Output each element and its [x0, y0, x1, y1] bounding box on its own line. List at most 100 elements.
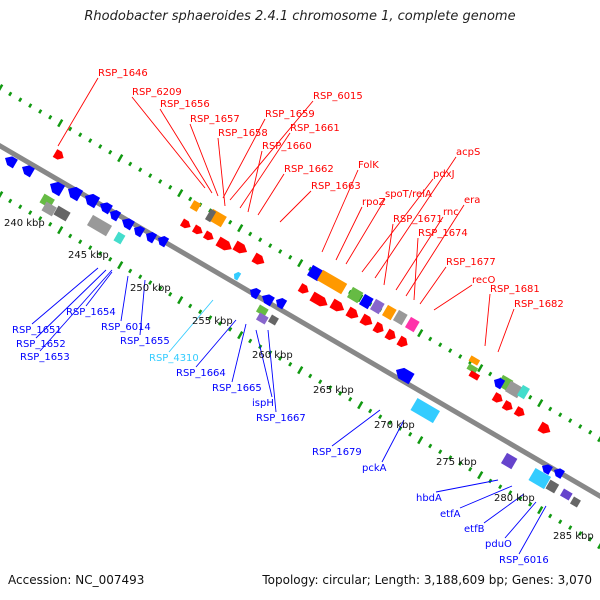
gene-feature[interactable] [179, 218, 193, 231]
gene-feature[interactable] [559, 488, 573, 501]
gene-feature[interactable] [384, 328, 398, 343]
gene-feature[interactable] [569, 496, 581, 508]
gene-feature[interactable] [155, 234, 170, 248]
gene-label[interactable]: pckA [362, 463, 387, 474]
gene-label[interactable]: RSP_6015 [313, 91, 363, 102]
gene-feature[interactable] [53, 205, 71, 222]
gene-label[interactable]: rpoZ [362, 197, 386, 208]
gene-feature[interactable] [545, 479, 560, 494]
gene-label[interactable]: era [464, 195, 480, 206]
gene-feature[interactable] [501, 400, 515, 413]
gene-feature[interactable] [247, 286, 262, 300]
gene-feature[interactable] [528, 467, 552, 490]
gene-label[interactable]: acpS [456, 147, 480, 158]
gene-feature[interactable] [255, 312, 269, 325]
gene-feature[interactable] [143, 230, 158, 244]
gene-feature[interactable] [19, 163, 35, 178]
gene-label[interactable]: RSP_1679 [312, 447, 362, 458]
gene-feature[interactable] [131, 224, 146, 238]
gene-feature[interactable] [316, 269, 348, 295]
gene-feature[interactable] [297, 283, 311, 296]
gene-label[interactable]: RSP_1681 [490, 284, 540, 295]
gene-feature[interactable] [372, 321, 386, 336]
gene-label[interactable]: RSP_1651 [12, 325, 62, 336]
gene-label[interactable]: RSP_1657 [190, 114, 240, 125]
gene-feature[interactable] [537, 421, 552, 437]
gene-feature[interactable] [392, 309, 408, 326]
gene-label[interactable]: RSP_1662 [284, 164, 334, 175]
gene-label[interactable]: RSP_1677 [446, 257, 496, 268]
gene-feature[interactable] [468, 355, 481, 366]
gene-label[interactable]: RSP_1665 [212, 383, 262, 394]
gene-feature[interactable] [329, 298, 346, 315]
gene-feature[interactable] [358, 293, 374, 310]
gene-feature[interactable] [381, 304, 397, 321]
gene-feature[interactable] [516, 384, 530, 400]
gene-feature[interactable] [52, 149, 66, 162]
gene-feature[interactable] [396, 335, 410, 350]
gene-feature[interactable] [97, 200, 113, 215]
gene-label[interactable]: RSP_1659 [265, 109, 315, 120]
gene-feature[interactable] [513, 406, 527, 419]
gene-label[interactable]: RSP_1658 [218, 128, 268, 139]
gene-feature[interactable] [369, 298, 385, 315]
gene-feature[interactable] [404, 316, 420, 333]
gene-label[interactable]: RSP_1656 [160, 99, 210, 110]
gene-feature[interactable] [232, 271, 242, 281]
gene-label[interactable]: FolK [358, 160, 379, 171]
gene-feature[interactable] [189, 200, 202, 212]
gene-feature[interactable] [468, 370, 481, 381]
gene-feature[interactable] [82, 191, 101, 209]
gene-label[interactable]: RSP_1661 [290, 123, 340, 134]
gene-label[interactable]: RSP_1671 [393, 214, 443, 225]
gene-feature[interactable] [204, 208, 217, 223]
gene-label[interactable]: RSP_1663 [311, 181, 361, 192]
gene-feature[interactable] [466, 363, 479, 374]
gene-feature[interactable] [202, 230, 216, 243]
gene-feature[interactable] [251, 252, 266, 268]
gene-feature[interactable] [107, 208, 122, 222]
gene-label[interactable]: rnc [443, 207, 459, 218]
gene-label[interactable]: RSP_1655 [120, 336, 170, 347]
gene-feature[interactable] [41, 201, 57, 217]
gene-feature[interactable] [309, 291, 330, 310]
gene-feature[interactable] [259, 292, 275, 307]
gene-feature[interactable] [215, 236, 234, 254]
gene-label[interactable]: RSP_6014 [101, 322, 151, 333]
gene-feature[interactable] [119, 216, 135, 231]
gene-feature[interactable] [410, 397, 440, 424]
gene-label[interactable]: hbdA [416, 493, 442, 504]
gene-feature[interactable] [255, 304, 269, 317]
gene-feature[interactable] [267, 314, 279, 326]
gene-label[interactable]: etfB [464, 524, 485, 535]
gene-label[interactable]: etfA [440, 509, 461, 520]
gene-features[interactable] [2, 149, 581, 508]
gene-label[interactable]: RSP_6016 [499, 555, 549, 566]
gene-feature[interactable] [47, 179, 66, 197]
gene-label[interactable]: RSP_1682 [514, 299, 564, 310]
gene-label[interactable]: RSP_1652 [16, 339, 66, 350]
gene-label[interactable]: ispH [252, 398, 274, 409]
gene-feature[interactable] [232, 240, 249, 257]
gene-label[interactable]: RSP_4310 [149, 353, 199, 364]
gene-label[interactable]: RSP_6209 [132, 87, 182, 98]
gene-label[interactable]: RSP_1653 [20, 352, 70, 363]
gene-feature[interactable] [191, 224, 205, 237]
gene-feature[interactable] [491, 376, 506, 390]
gene-label[interactable]: RSP_1654 [66, 307, 116, 318]
gene-label[interactable]: RSP_1667 [256, 413, 306, 424]
gene-feature[interactable] [552, 466, 565, 479]
gene-label[interactable]: RSP_1664 [176, 368, 226, 379]
gene-feature[interactable] [113, 231, 126, 245]
gene-feature[interactable] [2, 154, 18, 169]
gene-feature[interactable] [393, 365, 415, 385]
gene-feature[interactable] [500, 452, 518, 470]
gene-feature[interactable] [65, 184, 84, 202]
gene-label[interactable]: RSP_1646 [98, 68, 148, 79]
gene-feature[interactable] [540, 462, 553, 475]
gene-label[interactable]: recO [472, 275, 496, 286]
gene-feature[interactable] [491, 392, 505, 405]
gene-label[interactable]: pdxJ [433, 169, 455, 180]
